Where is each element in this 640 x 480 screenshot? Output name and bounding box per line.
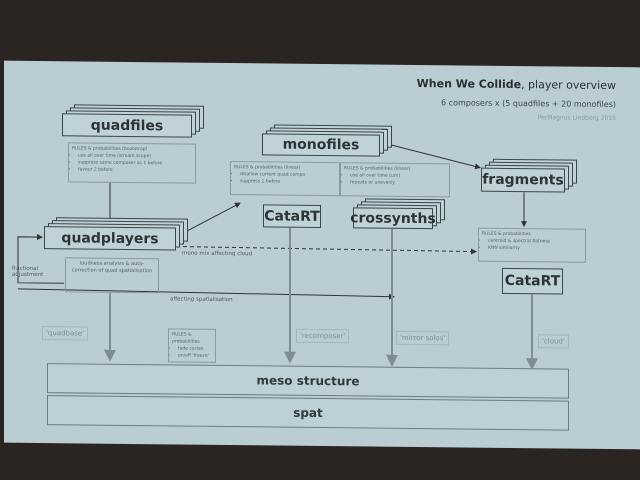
connectors (17, 142, 538, 371)
rule-item: repeats or unevenly (350, 179, 446, 187)
arrow-monofiles-fragments (381, 142, 481, 170)
loudness-box: loudness analysis & auto-correction of q… (65, 257, 159, 294)
node-crossynths: crossynths (350, 207, 436, 230)
node-catart-1: CataRT (263, 204, 321, 228)
diagram-canvas: When We Collide, player overview 6 compo… (4, 61, 640, 450)
mono-mix-note: mono mix affecting cloud (182, 250, 253, 258)
output-mirror-solos: 'mirror solos' (396, 330, 450, 346)
spatialisation-line (17, 288, 395, 300)
node-monofiles: monofiles (262, 133, 380, 157)
rules-fragments: RULES & probabilitiescentroid & spectral… (478, 227, 586, 263)
rule-item: on/off 'freeze' (178, 352, 212, 359)
fractional-note: fractional adjustment (12, 265, 44, 279)
rules-meso: RULES & probabilitiesfade cycleson/off '… (168, 328, 216, 363)
node-quadfiles: quadfiles (62, 113, 192, 138)
output-cloud: 'cloud' (538, 334, 569, 349)
fractional-loop (17, 234, 64, 284)
rules-monofiles-a: RULES & probabilities (linear)disallow c… (230, 161, 340, 197)
node-fragments: fragments (481, 167, 565, 193)
output-recomposer: 'recomposer' (296, 328, 350, 344)
dashed-mono-mix-line (175, 245, 477, 255)
node-quadplayers: quadplayers (44, 226, 176, 251)
rules-quadfiles: RULES & probabilities (bootstrap)use all… (68, 142, 196, 184)
rule-item: KNN similarity (488, 245, 582, 253)
arrow-quadplayers-monofiles (183, 202, 241, 233)
rules-title: RULES & probabilities (172, 332, 200, 345)
output-quadbase: 'quadbase' (42, 326, 89, 341)
rule-item: favour 2 before (78, 166, 192, 174)
spatialisation-note: affecting spatialisation (170, 296, 233, 304)
rules-monofiles-b: RULES & probabilities (linear)use all ov… (340, 162, 450, 198)
node-catart-2: CataRT (502, 267, 563, 295)
spat-band: spat (47, 395, 569, 431)
slide: When We Collide, player overview 6 compo… (4, 60, 640, 450)
rule-item: suppress 1 before (240, 178, 336, 186)
meso-structure-band: meso structure (47, 363, 569, 399)
